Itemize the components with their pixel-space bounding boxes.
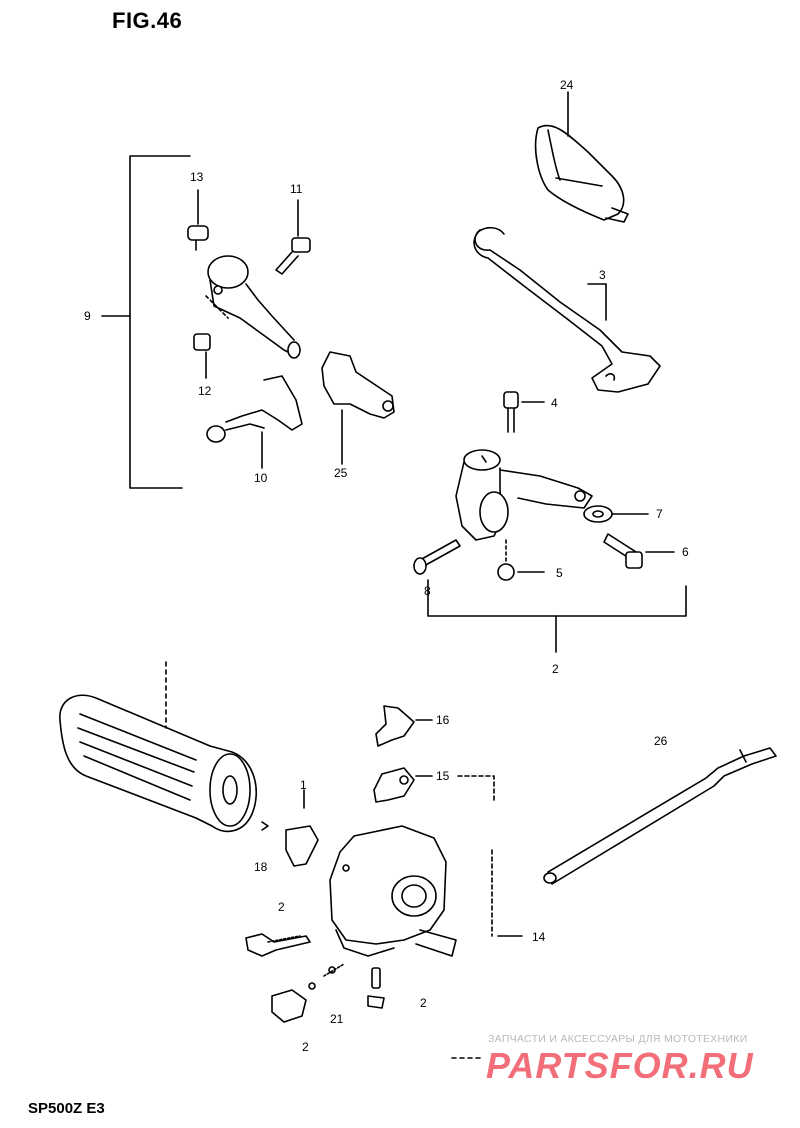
bolt-part-13 (187, 189, 209, 251)
callout-17: 1 (300, 778, 307, 792)
cable-part-26 (543, 747, 777, 885)
callout-23: 2 (420, 996, 427, 1010)
callout-14: 14 (532, 930, 546, 944)
callout-18: 18 (254, 860, 268, 874)
callout-25: 25 (334, 466, 348, 480)
brake-lever-part-3 (473, 226, 661, 393)
small-hardware-parts (271, 963, 385, 1023)
figure-title: FIG.46 (112, 8, 183, 33)
callout-12: 12 (198, 384, 212, 398)
watermark-tagline: ЗАПЧАСТИ И АКСЕССУАРЫ ДЛЯ МОТОТЕХНИКИ (488, 1033, 748, 1045)
lever-cover-part-24 (534, 91, 629, 223)
washer-part-7 (583, 505, 649, 523)
callout-9: 9 (84, 309, 91, 323)
bolt-part-11 (275, 199, 311, 275)
group-bracket-2 (427, 579, 687, 653)
callout-21: 21 (330, 1012, 344, 1026)
callout-8: 8 (424, 584, 431, 598)
watermark-logo: PARTSFOR.RU (486, 1045, 754, 1086)
clamp-part-18 (261, 789, 319, 867)
clip-part-16 (375, 705, 433, 747)
lever-holder-part-2 (455, 449, 593, 541)
adjuster-part-6 (603, 533, 675, 569)
callout-24: 24 (560, 78, 574, 92)
pivot-bolt-part-8 (413, 539, 461, 575)
callout-7: 7 (656, 507, 663, 521)
callout-2: 2 (552, 662, 559, 676)
callout-26: 26 (654, 734, 668, 748)
screw-part-20 (245, 933, 311, 957)
clip-part-15 (373, 767, 495, 803)
callout-4: 4 (551, 396, 558, 410)
bracket-part-25 (321, 351, 395, 465)
handlebar-grip (59, 661, 257, 833)
callout-3: 3 (599, 268, 606, 282)
lever-holder-part-9 (205, 255, 301, 359)
switch-housing-part-14 (329, 825, 523, 957)
callout-13: 13 (190, 170, 204, 184)
bolt-part-4 (503, 391, 545, 433)
group-bracket-9 (101, 155, 191, 489)
callout-10: 10 (254, 471, 268, 485)
model-code: SP500Z E3 (28, 1100, 105, 1117)
nut-part-12 (193, 333, 211, 379)
lever-part-10 (206, 375, 303, 469)
callout-5: 5 (556, 566, 563, 580)
nut-part-5 (497, 539, 545, 581)
callout-15: 15 (436, 769, 450, 783)
callout-16: 16 (436, 713, 450, 727)
callout-22: 2 (302, 1040, 309, 1054)
callout-20: 2 (278, 900, 285, 914)
callout-6: 6 (682, 545, 689, 559)
callout-11: 11 (290, 182, 303, 196)
